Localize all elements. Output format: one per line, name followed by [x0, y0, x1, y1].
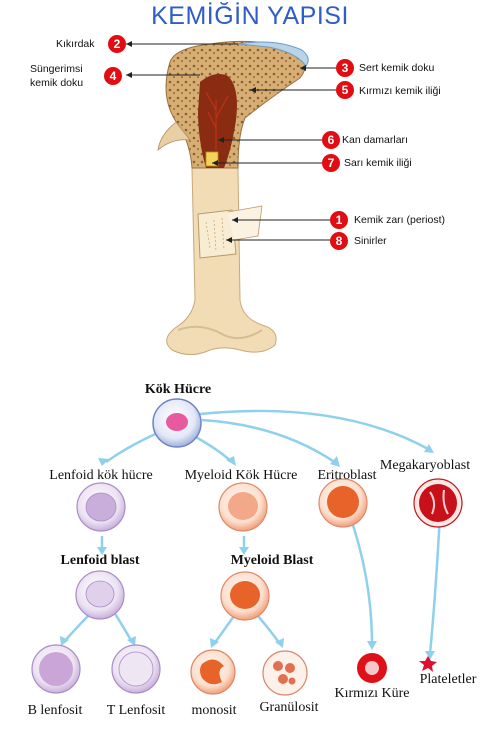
label-megakaryoblast: Megakaryoblast [379, 458, 471, 473]
label-lymphoid-stem: Lenfoid kök hücre [49, 468, 153, 483]
label-compact-bone: Sert kemik doku [359, 62, 435, 74]
red-blood-cell [357, 653, 387, 683]
myeloid-stem-cell [218, 482, 268, 532]
label-blood-vessels: Kan damarları [342, 134, 408, 146]
label-badge-2: 2 [108, 35, 126, 53]
label-red-marrow: Kırmızı kemik iliği [359, 85, 441, 97]
monocyte-cell [190, 649, 236, 695]
label-spongy-line2: kemik doku [30, 77, 84, 89]
erythroblast-cell [318, 478, 368, 528]
page-title: KEMİĞİN YAPISI [151, 2, 349, 30]
label-badge-1: 1 [330, 211, 348, 229]
granulocyte-cell [262, 650, 308, 696]
label-b-lymphocyte: B lenfosit [27, 703, 83, 718]
label-stem-cell: Kök Hücre [144, 382, 212, 397]
label-myeloid-stem: Myeloid Kök Hücre [184, 468, 298, 483]
bone-shaft [166, 167, 277, 356]
label-red-blood-cell: Kırmızı Küre [334, 686, 410, 701]
label-badge-4: 4 [104, 67, 122, 85]
label-monocyte: monosit [191, 703, 237, 718]
myeloid-blast-cell [220, 571, 270, 621]
label-nerves: Sinirler [354, 235, 387, 247]
lymphoid-stem-cell [76, 482, 126, 532]
t-lymphocyte-cell [111, 644, 161, 694]
stem-cell [152, 398, 202, 448]
label-badge-7: 7 [322, 154, 340, 172]
label-badge-8: 8 [330, 232, 348, 250]
label-spongy-line1: Süngerimsi [30, 63, 83, 75]
label-platelets: Plateletler [419, 672, 477, 687]
label-cartilage: Kıkırdak [56, 38, 95, 50]
megakaryoblast-cell [413, 478, 463, 528]
periosteum [197, 209, 237, 259]
label-badge-6: 6 [322, 131, 340, 149]
cartilage [237, 41, 309, 67]
label-periosteum: Kemik zarı (periost) [354, 214, 446, 226]
platelet-shape [419, 656, 437, 672]
label-yellow-marrow: Sarı kemik iliği [344, 157, 412, 169]
label-granulocyte: Granülosit [259, 700, 319, 715]
label-myeloid-blast: Myeloid Blast [230, 553, 314, 568]
label-badge-3: 3 [336, 59, 354, 77]
label-badge-5: 5 [336, 81, 354, 99]
label-t-lymphocyte: T Lenfosit [106, 703, 166, 718]
label-lymphoid-blast: Lenfoid blast [60, 553, 140, 568]
label-erythroblast: Eritroblast [317, 468, 377, 483]
lymphoid-blast-cell [75, 570, 125, 620]
b-lymphocyte-cell [31, 644, 81, 694]
